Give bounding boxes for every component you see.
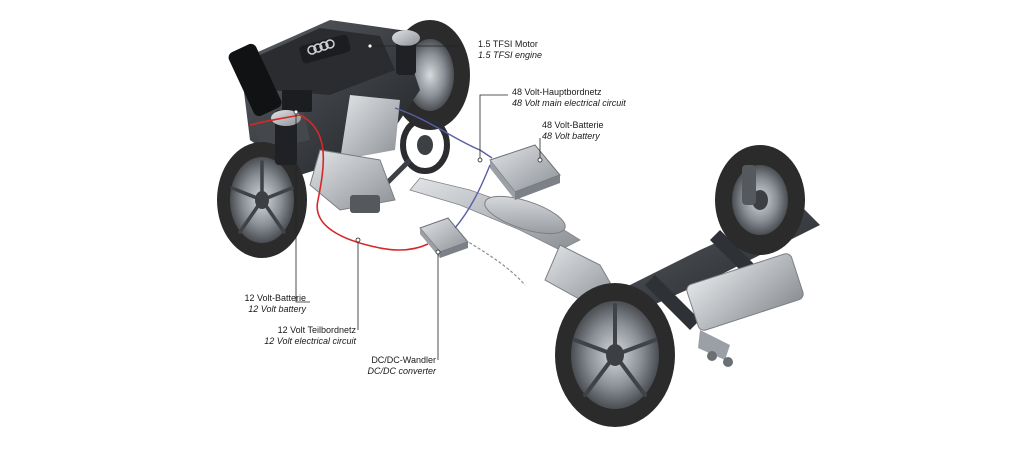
leader-batt12	[295, 112, 310, 303]
callout-circuit12: 12 Volt Teilbordnetz 12 Volt electrical …	[220, 325, 356, 347]
callout-engine-en: 1.5 TFSI engine	[478, 50, 543, 60]
rear-left-wheel	[555, 283, 675, 427]
callout-circuit12-en: 12 Volt electrical circuit	[264, 336, 356, 346]
battery-12v	[282, 90, 312, 112]
callout-batt48-en: 48 Volt battery	[542, 131, 600, 141]
callout-batt48-de: 48 Volt-Batterie	[542, 120, 604, 130]
callout-batt12: 12 Volt-Batterie 12 Volt battery	[200, 293, 306, 315]
callout-main48: 48 Volt-Hauptbordnetz 48 Volt main elect…	[512, 87, 626, 109]
callout-batt48: 48 Volt-Batterie 48 Volt battery	[542, 120, 604, 142]
cable-48v	[394, 107, 493, 229]
callout-batt12-de: 12 Volt-Batterie	[244, 293, 306, 303]
front-strut	[392, 30, 420, 75]
cable-48v-rear	[464, 239, 526, 286]
callout-circuit12-de: 12 Volt Teilbordnetz	[277, 325, 356, 335]
callout-main48-en: 48 Volt main electrical circuit	[512, 98, 626, 108]
callout-dcdc-en: DC/DC converter	[367, 366, 436, 376]
callout-engine: 1.5 TFSI Motor 1.5 TFSI engine	[478, 39, 542, 61]
callout-engine-de: 1.5 TFSI Motor	[478, 39, 538, 49]
rear-right-wheel	[715, 145, 805, 255]
callout-dcdc-de: DC/DC-Wandler	[371, 355, 436, 365]
callout-dcdc: DC/DC-Wandler DC/DC converter	[340, 355, 436, 377]
cable-12v	[299, 114, 429, 251]
front-left-wheel	[217, 142, 307, 258]
dcdc-converter	[419, 217, 469, 258]
battery-48v	[489, 144, 561, 200]
callout-main48-de: 48 Volt-Hauptbordnetz	[512, 87, 602, 97]
gearbox	[309, 149, 396, 213]
callout-batt12-en: 12 Volt battery	[248, 304, 306, 314]
leader-main48	[479, 94, 508, 160]
